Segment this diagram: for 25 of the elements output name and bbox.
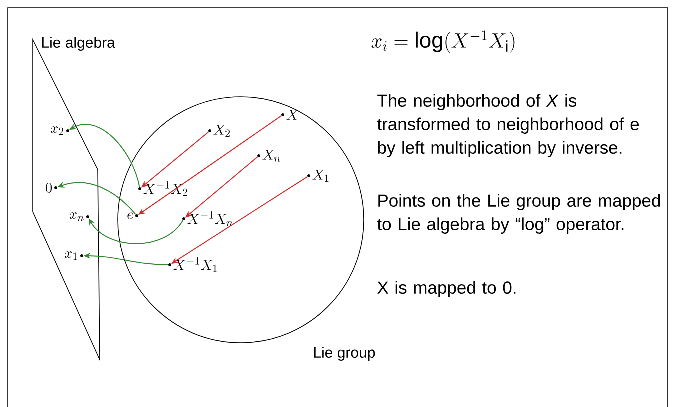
node-label: $0$ bbox=[46, 183, 52, 193]
point: $X_n$ bbox=[258, 150, 280, 162]
point: $x_2$ bbox=[51, 126, 70, 136]
point: $X_2$ bbox=[208, 125, 230, 137]
point: $x_1$ bbox=[65, 252, 84, 260]
point: $X$ bbox=[282, 110, 298, 120]
point: $x_n$ bbox=[70, 212, 90, 222]
node-label: $X_2$ bbox=[214, 125, 230, 137]
node-label: Lie group bbox=[314, 347, 376, 361]
node-label: $X$ bbox=[286, 110, 298, 120]
point: $0$ bbox=[46, 183, 58, 193]
node-label: $X_1$ bbox=[312, 170, 329, 182]
formula: $x_i = \log(X^{-1}X_\mathrm{i})$ bbox=[372, 30, 515, 53]
node-label: $e$ bbox=[128, 212, 134, 220]
paragraph: The neighborhood of X is transformed to neighborhood of e by left multiplication by inverse. bbox=[377, 94, 640, 158]
node-label: $x_n$ bbox=[70, 212, 84, 222]
point: $X^{-1}X_1$ bbox=[168, 258, 217, 272]
node-label: $x_2$ bbox=[51, 126, 64, 136]
node-label: $x_1$ bbox=[65, 252, 78, 260]
point: $X_1$ bbox=[308, 170, 329, 182]
point: $e$ bbox=[128, 212, 138, 220]
paragraph: X is mapped to 0. bbox=[378, 281, 516, 298]
node-label: $X_n$ bbox=[262, 150, 280, 162]
point: $X^{-1}X_n$ bbox=[182, 212, 233, 226]
paragraph: Points on the Lie group are mapped to Lie algebra by “log” operator. bbox=[377, 194, 660, 234]
